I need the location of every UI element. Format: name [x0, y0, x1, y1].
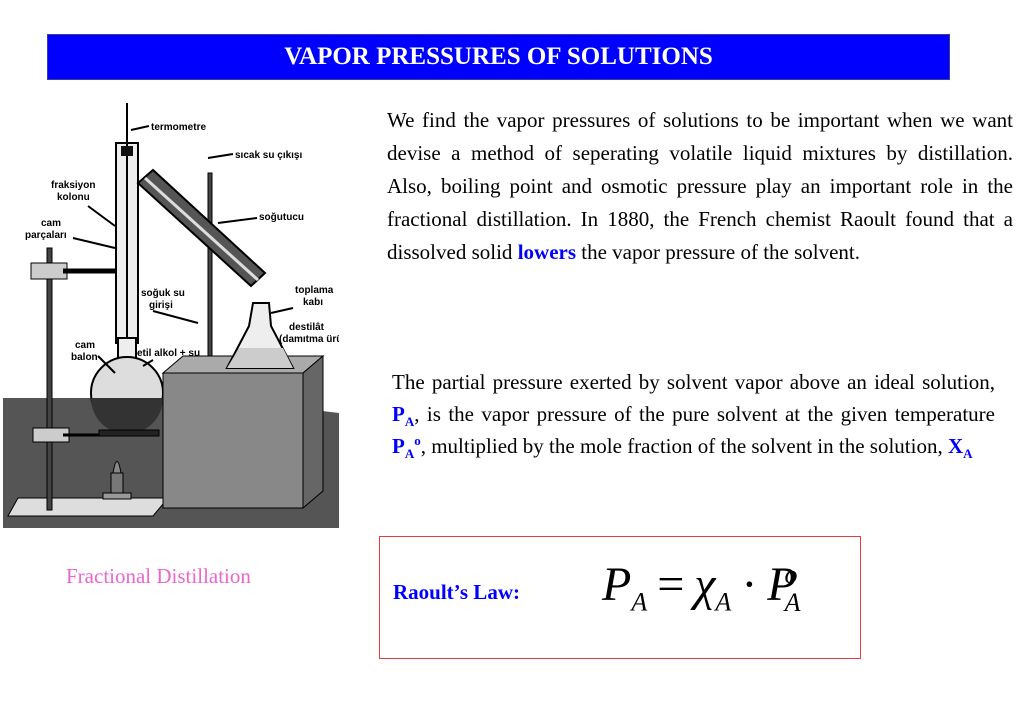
label-balon-2: balon — [71, 352, 98, 363]
label-destilat-1: destilât — [289, 322, 325, 333]
title-bar: VAPOR PRESSURES OF SOLUTIONS — [47, 34, 950, 80]
label-destilat-2: (damıtma ürünü) — [279, 334, 339, 345]
lowers-highlight: lowers — [517, 240, 577, 264]
label-balon-1: cam — [75, 340, 95, 351]
label-fraksiyon-1: fraksiyon — [51, 180, 95, 191]
apparatus-illustration: termometre sıcak su çıkışı fraksiyon kol… — [3, 103, 358, 528]
partial-pressure-paragraph: The partial pressure exerted by solvent … — [392, 366, 995, 462]
label-soguk-su-2: girişi — [149, 300, 173, 311]
distillation-apparatus-figure: termometre sıcak su çıkışı fraksiyon kol… — [3, 98, 358, 528]
intro-paragraph: We find the vapor pressures of solutions… — [387, 104, 1013, 269]
burner — [110, 472, 124, 496]
label-etil-alkol: etil alkol + su — [137, 348, 200, 359]
pp-text-1: The partial pressure exerted by solvent … — [392, 370, 995, 394]
raoults-law-formula: PA=χA·PAo — [602, 558, 801, 617]
xa-symbol: XA — [947, 434, 973, 462]
label-termometre: termometre — [151, 122, 206, 133]
intro-text: We find the vapor pressures of solutions… — [387, 108, 1013, 264]
label-cam-2: parçaları — [25, 230, 67, 241]
stand-rod-right — [207, 172, 213, 369]
pp-text-2: , is the vapor pressure of the pure solv… — [414, 402, 995, 426]
support-box — [162, 372, 304, 509]
raoults-law-box: Raoult’s Law: PA=χA·PAo — [379, 536, 861, 659]
page-title: VAPOR PRESSURES OF SOLUTIONS — [284, 43, 713, 70]
label-sogutucu: soğutucu — [259, 212, 304, 223]
label-soguk-su-1: soğuk su — [141, 288, 185, 299]
label-cam-1: cam — [41, 218, 61, 229]
label-sicak-su: sıcak su çıkışı — [235, 150, 302, 161]
pp-text-3: , multiplied by the mole fraction of the… — [420, 434, 948, 458]
pa-symbol: PA — [392, 402, 415, 430]
raoults-law-label: Raoult’s Law: — [393, 580, 520, 604]
pa0-symbol: PAo — [392, 433, 421, 462]
label-fraksiyon-2: kolonu — [57, 192, 90, 203]
intro-text-end: the vapor pressure of the solvent. — [576, 240, 861, 264]
label-toplama-1: toplama — [295, 285, 334, 296]
base-plate — [7, 497, 170, 517]
label-toplama-2: kabı — [303, 297, 323, 308]
figure-caption: Fractional Distillation — [66, 564, 251, 588]
wire-gauze — [98, 429, 160, 437]
clamp-upper — [30, 262, 68, 280]
stand-rod-left — [46, 247, 53, 511]
